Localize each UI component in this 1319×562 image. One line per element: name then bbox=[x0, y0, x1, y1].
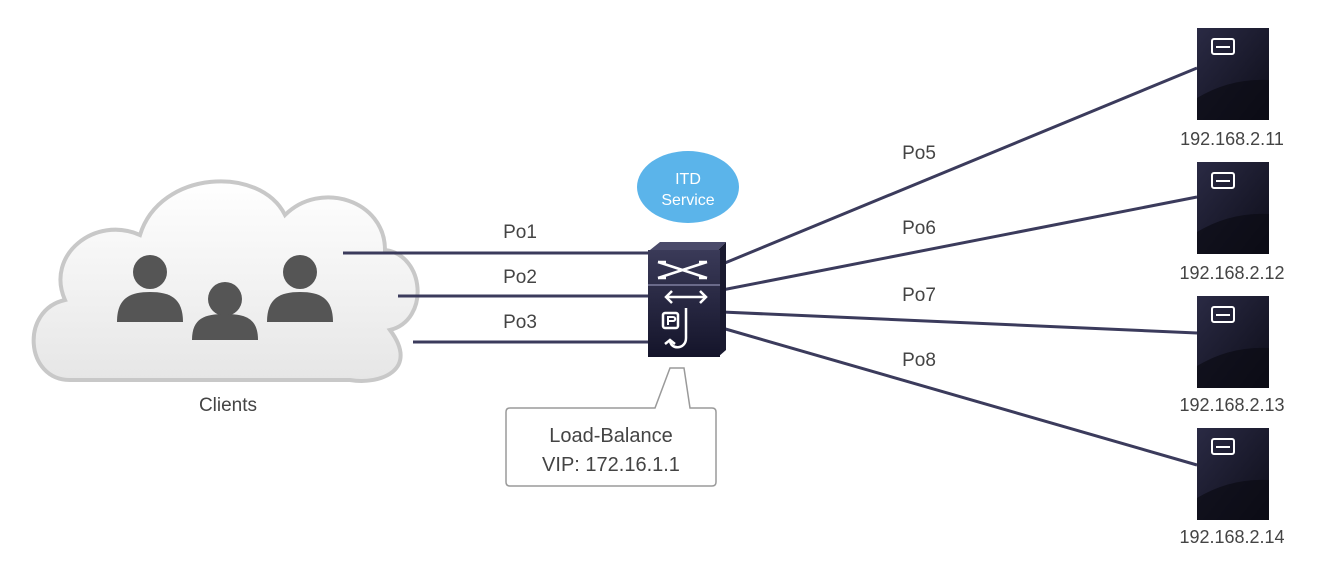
load-balance-icon bbox=[661, 290, 708, 349]
server-3 bbox=[1197, 296, 1269, 388]
users-icon bbox=[117, 255, 333, 340]
server-2 bbox=[1197, 162, 1269, 254]
user-icon-right bbox=[267, 255, 333, 322]
vip-callout: Load-Balance VIP: 172.16.1.1 bbox=[505, 367, 717, 487]
server-drive-icon bbox=[1211, 306, 1235, 323]
link-label-po7: Po7 bbox=[902, 285, 936, 306]
link-label-po8: Po8 bbox=[902, 350, 936, 371]
itd-service-line2: Service bbox=[661, 192, 714, 209]
link-label-po6: Po6 bbox=[902, 218, 936, 239]
client-links bbox=[343, 251, 648, 344]
itd-service-line1: ITD bbox=[675, 171, 701, 188]
server-link-po7 bbox=[721, 310, 1198, 335]
server-ip-4: 192.168.2.14 bbox=[1179, 527, 1284, 547]
server-link-po8 bbox=[721, 326, 1198, 467]
server-drive-icon bbox=[1211, 38, 1235, 55]
server-drive-icon bbox=[1211, 438, 1235, 455]
itd-service-bubble: ITD Service bbox=[637, 151, 739, 223]
server-1 bbox=[1197, 28, 1269, 120]
server-drive-icon bbox=[1211, 172, 1235, 189]
user-icon-middle bbox=[192, 282, 258, 340]
server-link-po6 bbox=[721, 195, 1198, 292]
itd-switch bbox=[648, 242, 726, 357]
server-4 bbox=[1197, 428, 1269, 520]
server-links bbox=[719, 66, 1198, 467]
link-label-po1: Po1 bbox=[503, 222, 537, 243]
server-link-po5 bbox=[719, 66, 1198, 267]
server-ip-1: 192.168.2.11 bbox=[1180, 129, 1284, 149]
switch-crossover-icon bbox=[657, 260, 708, 280]
server-ip-2: 192.168.2.12 bbox=[1179, 263, 1284, 283]
clients-label: Clients bbox=[199, 395, 257, 416]
clients-cloud bbox=[31, 179, 420, 383]
callout-line2: VIP: 172.16.1.1 bbox=[542, 454, 680, 476]
link-label-po3: Po3 bbox=[503, 312, 537, 333]
callout-line1: Load-Balance bbox=[549, 425, 672, 447]
server-ip-3: 192.168.2.13 bbox=[1179, 395, 1284, 415]
user-icon-left bbox=[117, 255, 183, 322]
link-label-po5: Po5 bbox=[902, 143, 936, 164]
link-label-po2: Po2 bbox=[503, 267, 537, 288]
